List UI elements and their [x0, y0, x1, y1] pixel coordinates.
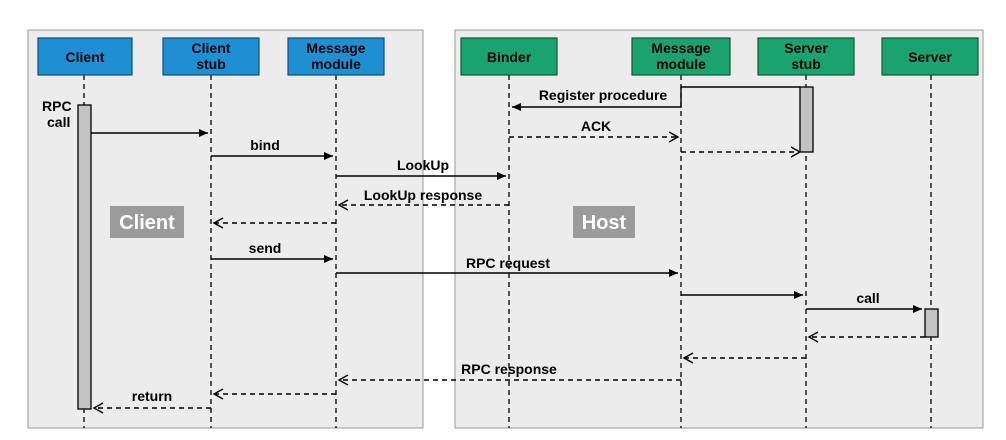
- label-bind: bind: [250, 137, 280, 153]
- svg-text:Message: Message: [651, 40, 710, 56]
- svg-text:Host: Host: [582, 212, 627, 234]
- label-send: send: [249, 240, 282, 256]
- label-lookup: LookUp: [397, 157, 449, 173]
- activation-server-stub: [799, 86, 814, 153]
- label-rpc-request: RPC request: [466, 255, 550, 271]
- svg-text:Server: Server: [784, 40, 828, 56]
- client-region-badge: Client: [110, 206, 184, 238]
- arrow-register-procedure: [512, 86, 800, 111]
- svg-text:Binder: Binder: [487, 49, 532, 65]
- header-host-message-module: Message module: [631, 37, 731, 76]
- client-panel: [27, 29, 424, 429]
- svg-text:Client: Client: [119, 212, 175, 234]
- header-client: Client: [37, 37, 133, 76]
- svg-text:module: module: [656, 56, 706, 72]
- svg-text:Server: Server: [908, 49, 952, 65]
- activation-server: [924, 308, 939, 338]
- host-region-badge: Host: [573, 206, 635, 238]
- svg-text:stub: stub: [196, 56, 226, 72]
- header-server: Server: [881, 37, 979, 76]
- header-client-message-module: Message module: [287, 37, 385, 76]
- label-ack: ACK: [581, 118, 611, 134]
- label-rpc-call-2: call: [47, 114, 70, 130]
- header-binder: Binder: [460, 37, 558, 76]
- label-lookup-response: LookUp response: [364, 187, 482, 203]
- host-panel: [454, 29, 984, 429]
- label-call: call: [856, 290, 879, 306]
- label-rpc-response: RPC response: [461, 361, 557, 377]
- svg-text:module: module: [311, 56, 361, 72]
- svg-text:Message: Message: [306, 40, 365, 56]
- svg-text:stub: stub: [791, 56, 821, 72]
- label-register-procedure: Register procedure: [539, 87, 668, 103]
- svg-text:Client: Client: [66, 49, 105, 65]
- label-rpc-call-1: RPC: [42, 98, 72, 114]
- svg-text:Client: Client: [192, 40, 231, 56]
- label-return: return: [132, 388, 172, 404]
- header-client-stub: Client stub: [162, 37, 260, 76]
- activation-client: [77, 104, 92, 410]
- header-server-stub: Server stub: [757, 37, 855, 76]
